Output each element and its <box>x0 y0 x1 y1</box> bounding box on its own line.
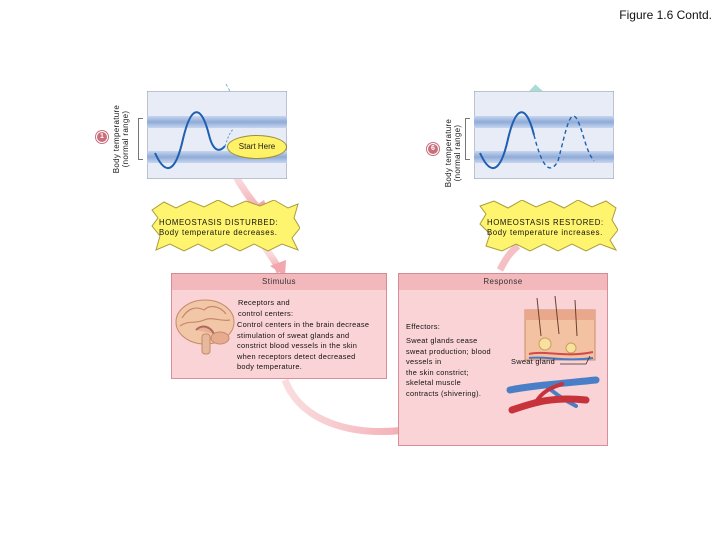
stimulus-line: stimulation of sweat glands and <box>237 330 350 340</box>
normal-range-band-top <box>147 116 287 128</box>
left-temperature-graph <box>146 90 288 180</box>
disturbed-text: HOMEOSTASIS DISTURBED: Body temperature … <box>159 218 278 238</box>
response-description: Sweat glands cease sweat production; blo… <box>406 336 491 399</box>
restored-line1: HOMEOSTASIS RESTORED: <box>487 218 604 227</box>
disturbed-line1: HOMEOSTASIS DISTURBED: <box>159 218 279 227</box>
arrow-to-response <box>281 378 421 435</box>
left-axis-label-line2: (normal range) <box>121 110 130 168</box>
response-line: contracts (shivering). <box>406 388 482 398</box>
brain-icon <box>175 299 235 355</box>
disturbed-line2: Body temperature decreases. <box>159 228 278 237</box>
step-badge-left: 1 <box>96 131 108 143</box>
sweat-gland-leader-line <box>560 355 591 365</box>
left-graph-plot <box>146 90 288 180</box>
restored-burst-shape <box>479 200 618 252</box>
temperature-wave <box>154 111 226 170</box>
right-axis-label-line1: Body temperature <box>444 118 453 188</box>
blood-vessels-icon <box>506 376 600 414</box>
normal-range-band-bottom <box>474 151 614 163</box>
stimulus-heading-line1: Receptors and <box>238 298 290 307</box>
response-line: Sweat glands cease <box>406 336 478 345</box>
response-line: vessels in <box>406 357 442 366</box>
disturbed-burst-shape <box>151 200 300 252</box>
arrow-to-stimulus-head <box>270 260 286 276</box>
stimulus-line: constrict blood vessels in the skin <box>237 341 358 350</box>
right-temperature-graph <box>473 90 615 180</box>
left-axis-label: Body temperature (normal range) <box>112 89 130 189</box>
arrow-to-restored <box>496 243 521 272</box>
temperature-wave-dashed <box>533 115 595 169</box>
restored-line2: Body temperature increases. <box>487 228 603 237</box>
step-badge-right: 6 <box>427 143 439 155</box>
stimulus-line: Control centers in the brain decrease <box>237 320 370 329</box>
restored-text: HOMEOSTASIS RESTORED: Body temperature i… <box>487 218 604 238</box>
stimulus-line: when receptors detect decreased <box>237 351 356 361</box>
right-axis-label-line2: (normal range) <box>453 124 462 182</box>
response-line: sweat production; blood <box>406 346 491 356</box>
stimulus-description: Control centers in the brain decrease st… <box>237 320 369 373</box>
start-here-label: Start Here <box>227 135 287 159</box>
response-line: skeletal muscle <box>406 378 462 387</box>
stimulus-line: body temperature. <box>237 362 303 371</box>
response-header: Response <box>398 273 608 291</box>
left-axis-label-line1: Body temperature <box>112 104 121 174</box>
stimulus-heading-line2: control centers: <box>238 308 294 318</box>
normal-range-band-top <box>474 116 614 128</box>
response-heading: Effectors: <box>406 322 441 331</box>
sweat-gland-label: Sweat gland <box>511 357 555 366</box>
right-range-bracket <box>465 118 470 160</box>
stimulus-heading: Receptors and control centers: <box>238 298 293 319</box>
skin-cross-section-icon <box>524 296 596 361</box>
figure-title: Figure 1.6 Contd. <box>619 8 712 22</box>
response-line: the skin constrict; <box>406 367 469 377</box>
temperature-wave-dashed <box>224 128 234 147</box>
temperature-wave <box>479 111 535 170</box>
stimulus-header: Stimulus <box>171 273 387 291</box>
right-axis-label: Body temperature (normal range) <box>444 103 462 203</box>
right-graph-plot <box>473 90 615 180</box>
left-range-bracket <box>138 118 143 160</box>
